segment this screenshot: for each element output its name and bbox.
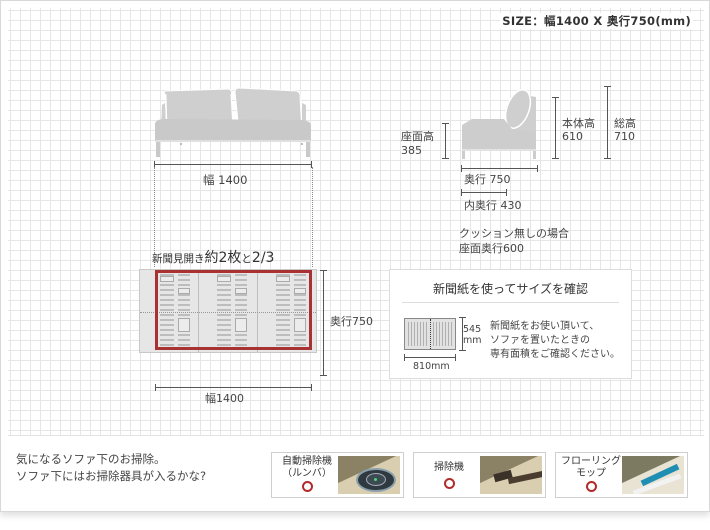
paper-depth-dimension-line <box>320 270 327 376</box>
depth-label: 奥行 750 <box>464 173 511 186</box>
size-title: SIZE：幅1400 X 奥行750(mm) <box>500 13 693 29</box>
sofa-footprint-outline <box>155 270 312 350</box>
cleaner-card-robot: 自動掃除機 （ルンバ） <box>271 452 404 498</box>
mini-width-line <box>404 354 456 361</box>
card-label: 掃除機 <box>434 462 464 473</box>
total-height-value: 710 <box>614 130 635 143</box>
total-height-label: 総高 <box>614 117 636 130</box>
depth-dimension-line <box>461 165 538 172</box>
newspaper-mini-icon <box>404 318 456 350</box>
body-height-value: 610 <box>562 130 583 143</box>
paper-width-label: 幅1400 <box>205 392 244 405</box>
ok-circle-icon <box>302 481 313 492</box>
paper-height-unit: mm <box>463 335 482 346</box>
front-width-label: 幅 1400 <box>203 173 248 187</box>
seat-height-value: 385 <box>401 144 422 157</box>
cleaner-card-vacuum: 掃除機 <box>413 452 546 498</box>
inner-depth-dimension-line <box>461 189 507 196</box>
cleaner-card-mop: フローリング モップ <box>555 452 688 498</box>
inner-depth-label: 内奥行 430 <box>464 199 522 212</box>
guide-dotted-right <box>312 167 313 267</box>
no-cushion-depth: 座面奥行600 <box>459 242 524 255</box>
caption-fraction: 2/3 <box>251 250 275 266</box>
info-divider <box>402 302 619 303</box>
newspaper-sheet <box>258 270 317 352</box>
caption-small: 新聞見開き <box>152 253 205 265</box>
question-line2: ソファ下にはお掃除器具が入るかな? <box>16 469 207 483</box>
info-desc-line2: ソファを置いたときの <box>490 335 590 346</box>
floor-mop-photo <box>622 456 684 494</box>
info-desc-line1: 新聞紙をお使い頂いて、 <box>490 321 600 332</box>
newspaper-sheet <box>199 270 258 352</box>
body-height-dimension-line <box>552 97 559 159</box>
newspaper-info-box: 新聞紙を使ってサイズを確認 545 mm 810mm 新聞紙をお使い頂いて、 ソ… <box>389 269 632 379</box>
card-label: フローリング モップ <box>561 456 621 479</box>
newspaper-caption: 新聞見開き約2枚と2/3 <box>152 247 274 267</box>
no-cushion-note: クッション無しの場合 <box>459 227 569 240</box>
cleaning-question: 気になるソファ下のお掃除。 ソファ下にはお掃除器具が入るかな? <box>16 451 206 485</box>
sofa-front-view-icon <box>155 87 311 157</box>
newspaper-sheet <box>140 270 199 352</box>
mini-height-line <box>459 317 466 351</box>
size-guide-panel: SIZE：幅1400 X 奥行750(mm) 幅 1400 座面高 385 本体… <box>0 0 710 512</box>
seat-height-label: 座面高 <box>401 130 434 143</box>
guide-dotted-left <box>154 167 155 267</box>
paper-width-value: 810mm <box>413 361 450 372</box>
ok-circle-icon <box>586 481 597 492</box>
info-desc-line3: 専有面積をご確認ください。 <box>490 349 620 360</box>
paper-width-dimension-line <box>155 384 312 391</box>
question-line1: 気になるソファ下のお掃除。 <box>16 452 166 466</box>
paper-height-value: 545 <box>463 324 482 335</box>
body-height-label: 本体高 <box>562 117 595 130</box>
seat-height-dimension-line <box>442 123 449 159</box>
vacuum-cleaner-photo <box>480 456 542 494</box>
card-label: 自動掃除機 （ルンバ） <box>282 456 332 479</box>
total-height-dimension-line <box>604 86 611 159</box>
paper-depth-label: 奥行750 <box>330 315 373 328</box>
ok-circle-icon <box>444 478 455 489</box>
grid-background <box>8 8 704 436</box>
sofa-side-view-icon <box>462 89 536 159</box>
info-title: 新聞紙を使ってサイズを確認 <box>432 282 589 296</box>
caption-large: 約2枚 <box>204 250 242 266</box>
robot-vacuum-photo <box>338 456 400 494</box>
newspaper-layout <box>139 269 317 353</box>
front-width-dimension-line <box>154 161 312 168</box>
newspaper-fold-line <box>140 312 316 313</box>
caption-to: と <box>241 253 252 265</box>
